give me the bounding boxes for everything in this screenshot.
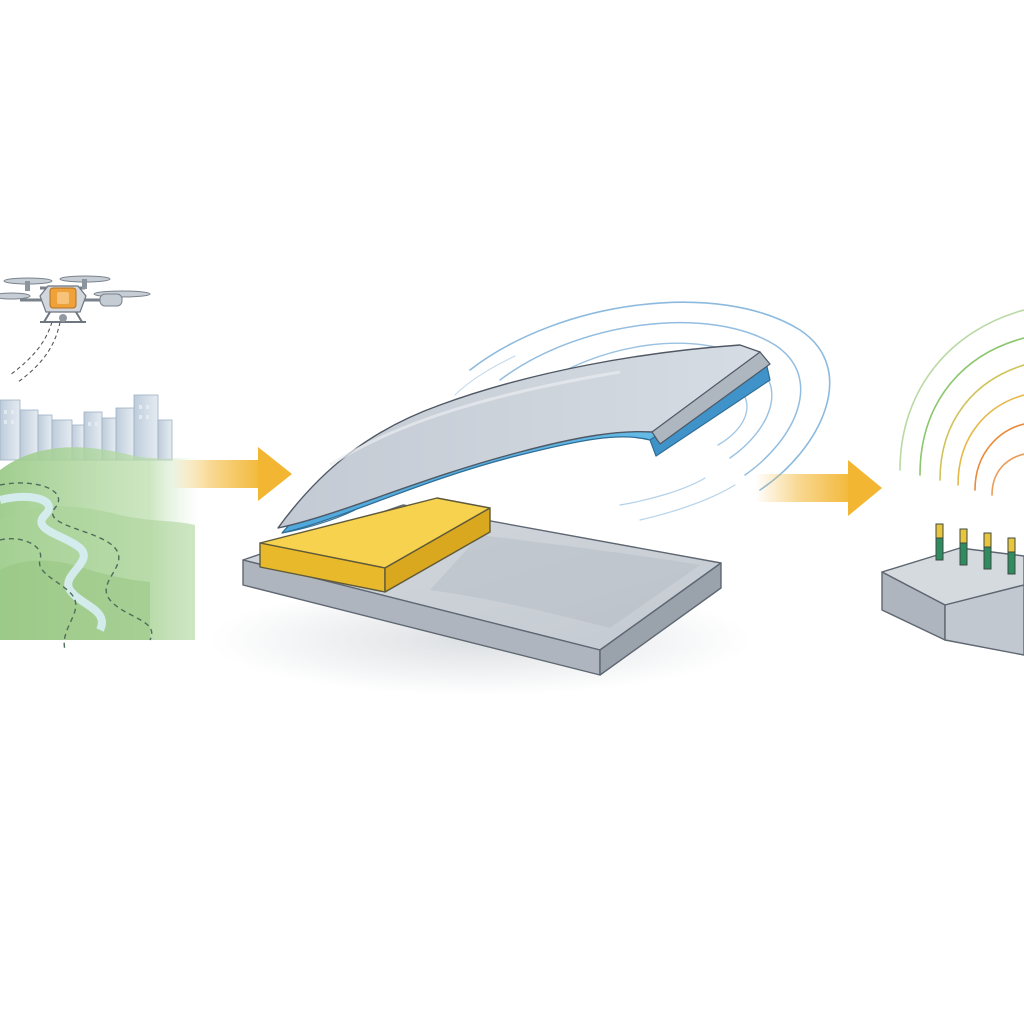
sensor-base-block [881, 547, 1024, 656]
flow-arrow-source-to-device [170, 447, 292, 501]
flexible-cantilever-beam [277, 344, 771, 534]
wireless-signal-waves-icon [899, 309, 1024, 496]
sensor-pins-icon [935, 523, 1016, 575]
landscape-hills-icon [0, 447, 200, 651]
sensor-node-output [881, 309, 1024, 656]
source-scene [0, 275, 200, 651]
flow-arrow-device-to-output [755, 460, 882, 516]
cantilever-harvester-device [210, 301, 831, 695]
drone-icon [0, 275, 151, 323]
drone-trail [9, 321, 61, 383]
anchor-clamp-block [259, 497, 491, 593]
